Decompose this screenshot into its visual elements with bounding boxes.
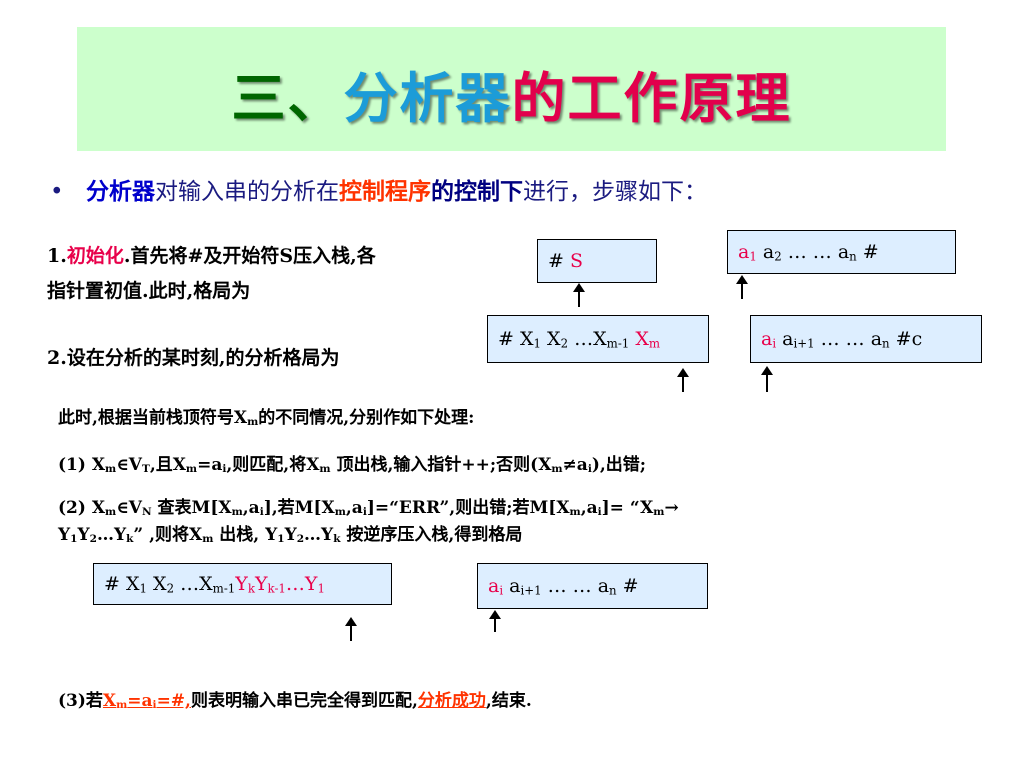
input-box-result: ai ai+1 … … an #: [477, 563, 708, 609]
stack-box-initial: # S: [537, 239, 657, 283]
input-box-initial: a1 a2 … … an #: [727, 230, 956, 274]
title-part-2: 分析器: [343, 67, 512, 130]
stack-pointer-arrow-1: [573, 283, 585, 307]
case-3-text: (3)若Xm=ai=#,则表明输入串已完全得到匹配,分析成功,结束.: [58, 691, 532, 712]
input-pointer-arrow-2: [761, 366, 773, 392]
stack-box-result: # X1 X2 …Xm-1YkYk-1…Y1: [93, 563, 392, 605]
step1-line2: 指针置初值.此时,格局为: [47, 280, 251, 302]
input-pointer-arrow-3: [489, 610, 501, 632]
bullet-text-3: 控制程序: [339, 179, 431, 205]
stack-box-current: # X1 X2 …Xm-1 Xm: [487, 315, 709, 363]
step1-line1: 1.初始化.首先将#及开始符S压入栈,各: [47, 245, 376, 267]
bullet-text-1: 分析器: [86, 179, 155, 205]
title-part-3: 的工作原理: [511, 67, 792, 130]
case-3-success: 分析成功: [417, 691, 486, 711]
bullet-text-5: 进行，步骤如下：: [523, 179, 707, 205]
description-text: 此时,根据当前栈顶符号Xm的不同情况,分别作如下处理:: [58, 408, 475, 429]
bullet-text-2: 对输入串的分析在: [155, 179, 339, 205]
case-1-text: (1) Xm∈VT,且Xm=ai,则匹配,将Xm 顶出栈,输入指针++;否则(X…: [58, 455, 647, 476]
bullet-text-4: 的控制下: [431, 179, 523, 205]
bullet-dot: •: [50, 179, 64, 205]
step2-text: 2.设在分析的某时刻,的分析格局为: [47, 347, 340, 369]
stack-pointer-arrow-2: [677, 368, 689, 392]
case-2-line-2: Y1Y2…Yk” ,则将Xm 出栈, Y1Y2…Yk 按逆序压入栈,得到格局: [58, 525, 523, 546]
step1-highlight: 初始化: [66, 245, 124, 267]
title-panel: 三、分析器的工作原理: [77, 27, 946, 151]
input-pointer-arrow-1: [736, 275, 748, 299]
bullet-intro: • 分析器对输入串的分析在控制程序的控制下进行，步骤如下：: [50, 172, 707, 206]
slide-title: 三、分析器的工作原理: [77, 54, 946, 133]
input-box-current: ai ai+1 … … an #c: [750, 315, 982, 363]
case-3-condition: Xm=ai=#,: [102, 691, 191, 712]
stack-pointer-arrow-3: [345, 617, 357, 641]
case-2-line-1: (2) Xm∈VN 查表M[Xm,ai],若M[Xm,ai]=“ERR”,则出错…: [58, 498, 679, 519]
title-part-1: 三、: [231, 67, 344, 130]
